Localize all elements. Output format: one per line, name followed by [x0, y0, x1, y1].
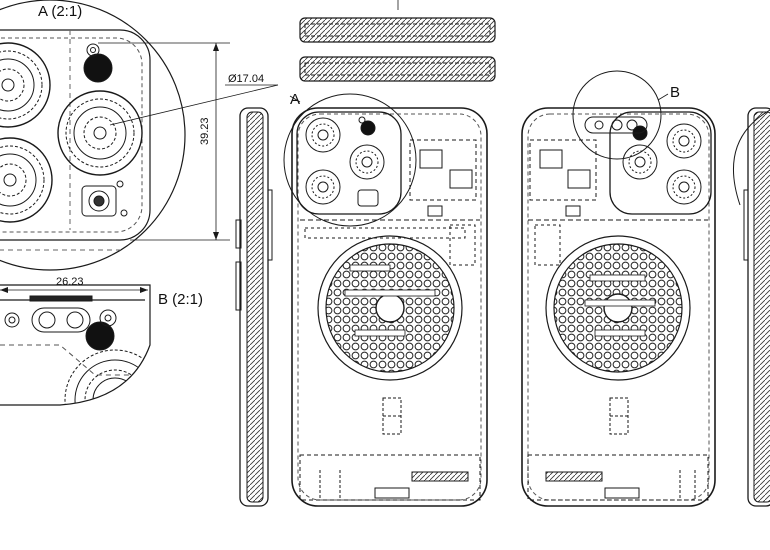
detail-a-view [0, 0, 279, 271]
detail-b-view [0, 284, 151, 406]
callout-b [572, 70, 669, 160]
lens-bottom-left [0, 137, 53, 223]
left-side-view [235, 107, 273, 507]
lens-top-left [0, 42, 51, 128]
height-dimension: 39.23 [199, 117, 211, 145]
detail-b-title: B (2:1) [158, 291, 204, 308]
flash-dot [83, 53, 113, 83]
top-edge-views [299, 0, 496, 82]
callout-b-label: B [670, 84, 681, 101]
width-dimension: 26.23 [56, 276, 84, 288]
callout-a-label: A [290, 91, 301, 108]
back-view-phone-2 [521, 107, 716, 507]
callout-a [283, 93, 417, 227]
right-side-view [743, 107, 770, 507]
back-view-phone [291, 107, 488, 507]
lens-middle-right [57, 90, 143, 176]
detail-a-title: A (2:1) [38, 3, 83, 20]
diameter-dimension: Ø17.04 [228, 73, 265, 85]
